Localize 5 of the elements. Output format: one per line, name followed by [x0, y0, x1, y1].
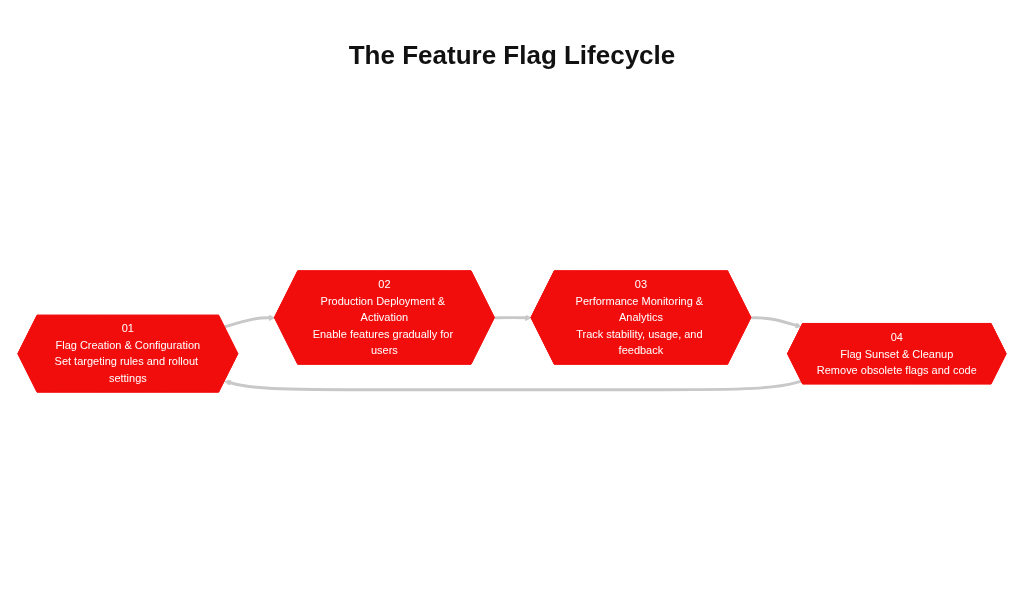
arrow — [751, 315, 802, 328]
arrow — [224, 314, 276, 328]
arrow — [494, 314, 532, 321]
arrow — [224, 379, 802, 391]
diagram-title: The Feature Flag Lifecycle — [347, 40, 677, 71]
